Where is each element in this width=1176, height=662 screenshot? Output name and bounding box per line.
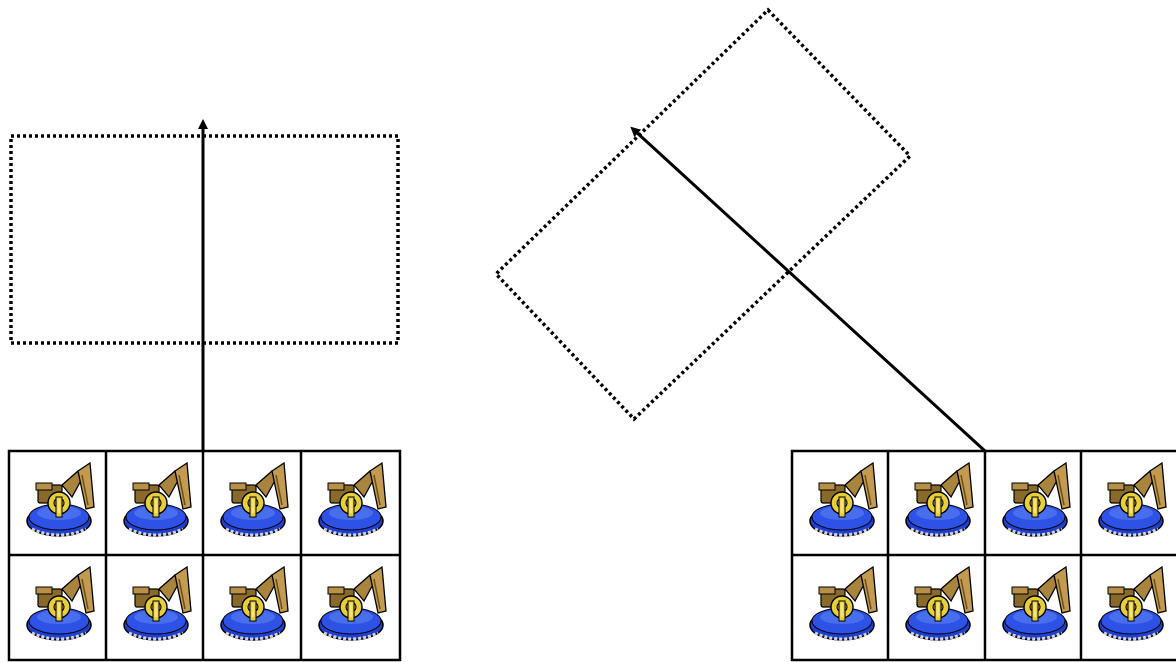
right-formation-grid: [790, 449, 1176, 662]
right-panel: [493, 7, 1176, 662]
right-target-zone: [493, 7, 913, 422]
left-panel: [7, 119, 402, 662]
right-movement-arrow: [630, 126, 987, 453]
left-formation-grid: [7, 449, 402, 662]
